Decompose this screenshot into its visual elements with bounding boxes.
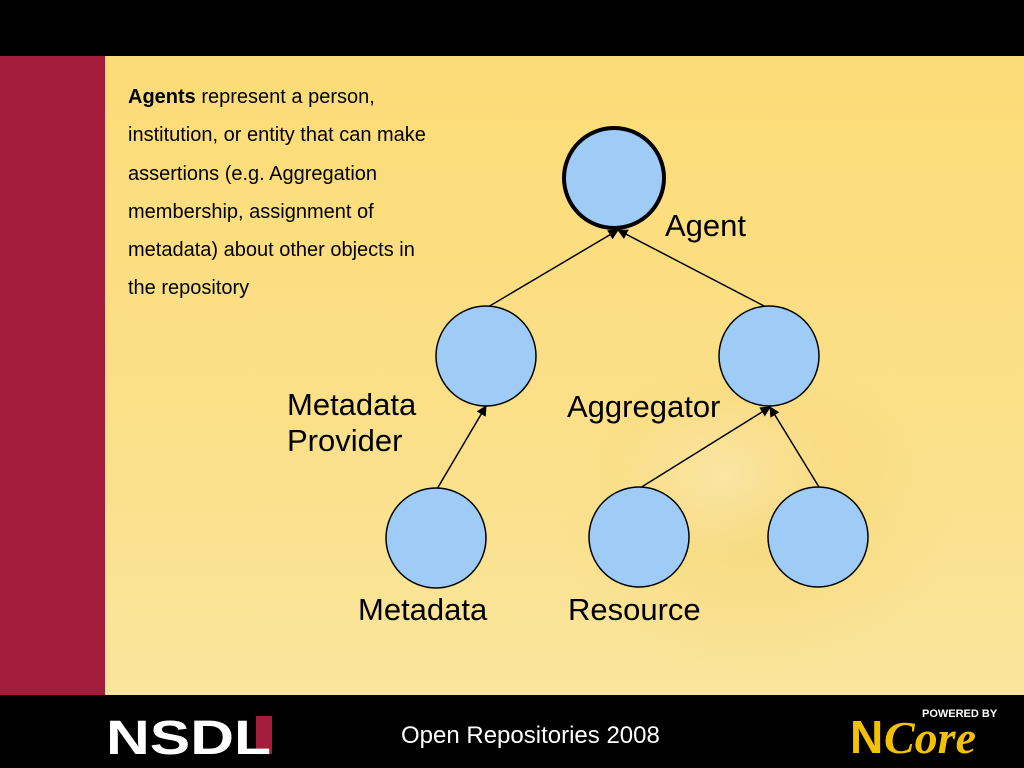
- agent-definition: represent a person, institution, or enti…: [128, 86, 426, 300]
- edge-provider-to-agent: [487, 229, 619, 308]
- node-aggregator: [718, 305, 820, 407]
- node-resource: [588, 486, 690, 588]
- ncore-logo: POWERED BY N Core: [850, 708, 998, 760]
- side-accent-strip: [0, 56, 105, 695]
- edge-metadata-to-provider: [436, 405, 487, 490]
- node-metadata: [385, 487, 487, 589]
- node-agent: [562, 126, 666, 230]
- edge-resource-to-aggregator: [639, 406, 771, 489]
- edge-resource2-to-aggregator: [769, 406, 820, 488]
- top-bar: [0, 0, 1024, 56]
- node-resource-2: [767, 486, 869, 588]
- footer-conference-text: Open Repositories 2008: [401, 722, 660, 749]
- edge-aggregator-to-agent: [617, 229, 767, 308]
- agent-description: Agents represent a person, institution, …: [128, 78, 448, 308]
- label-agent: Agent: [665, 208, 747, 243]
- label-metadata-provider-line2: Provider: [287, 423, 403, 458]
- ncore-logo-n: N: [850, 711, 883, 760]
- ncore-logo-core: Core: [884, 712, 976, 760]
- node-metadata-provider: [435, 305, 537, 407]
- footer-bar: [0, 695, 1024, 768]
- nsdl-logo-text: NSDL: [106, 714, 271, 756]
- agent-term: Agents: [128, 86, 196, 108]
- label-aggregator: Aggregator: [567, 389, 721, 424]
- ncore-tagline: POWERED BY: [922, 708, 998, 720]
- nsdl-logo: NSDL: [106, 714, 272, 756]
- label-resource: Resource: [568, 592, 701, 627]
- label-metadata: Metadata: [358, 592, 488, 627]
- label-metadata-provider-line1: Metadata: [287, 387, 417, 422]
